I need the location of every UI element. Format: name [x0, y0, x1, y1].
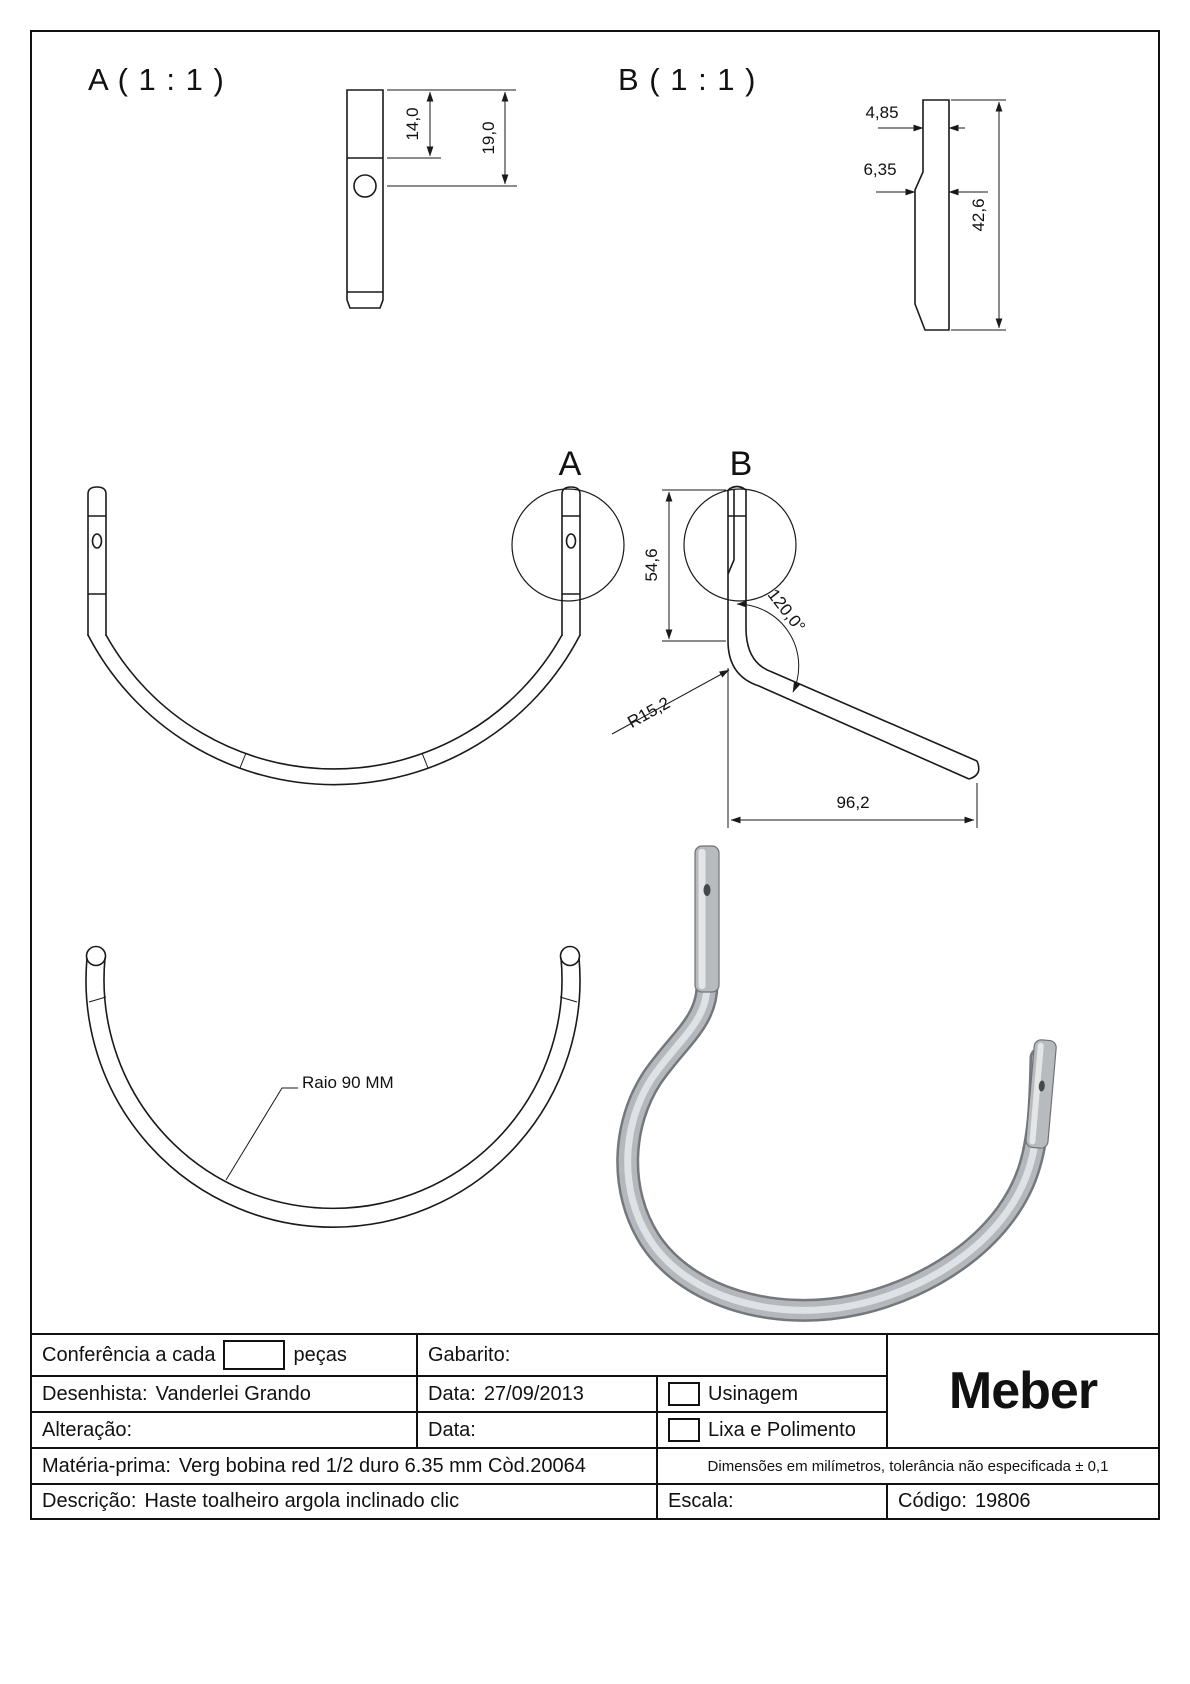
- alteracao-label: Alteração:: [42, 1418, 133, 1441]
- dim-4-85: 4,85: [865, 103, 899, 122]
- iso-click-hole-right: [1038, 1080, 1045, 1092]
- click-hole-right: [565, 533, 577, 549]
- detail-b-marker: B: [729, 445, 753, 483]
- detail-a-callout-circle: [511, 488, 625, 602]
- title-block: Conferência a cada peças Gabarito: Meber…: [30, 1333, 1160, 1520]
- radius-leader-line: [225, 1087, 298, 1181]
- conferencia-unit: peças: [293, 1343, 347, 1366]
- codigo-label: Código:: [898, 1490, 967, 1512]
- click-hole-left: [91, 533, 103, 549]
- front-view-drawing: [87, 486, 581, 786]
- escala-cell: Escala:: [656, 1483, 886, 1518]
- rod-end-left: [85, 945, 107, 967]
- tolerancia-note: Dimensões em milímetros, tolerância não …: [707, 1457, 1109, 1475]
- dim-54-6: 54,6: [642, 548, 661, 582]
- detail-a-title: A ( 1 : 1 ): [88, 62, 225, 97]
- dim-14-0: 14,0: [403, 107, 422, 141]
- detail-a-marker: A: [558, 445, 582, 483]
- detail-b-title: B ( 1 : 1 ): [618, 62, 757, 97]
- codigo-value: 19806: [974, 1490, 1031, 1512]
- conferencia-count-box: [223, 1340, 286, 1370]
- conferencia-label: Conferência a cada: [42, 1343, 216, 1366]
- descricao-label: Descrição:: [42, 1490, 137, 1512]
- dim-19-0: 19,0: [479, 121, 498, 155]
- lixa-checkbox: [668, 1418, 700, 1442]
- descricao-cell: Descrição: Haste toalheiro argola inclin…: [32, 1483, 656, 1518]
- alteracao-cell: Alteração:: [32, 1411, 416, 1447]
- iso-view-drawing: [616, 845, 1057, 1322]
- logo-cell: Meber: [886, 1335, 1158, 1447]
- usinagem-label: Usinagem: [708, 1382, 799, 1405]
- materia-prima-value: Verg bobina red 1/2 duro 6.35 mm Còd.200…: [178, 1454, 586, 1477]
- detail-a-drawing: [346, 89, 384, 309]
- desenhista-value: Vanderlei Grando: [155, 1382, 311, 1405]
- data2-cell: Data:: [416, 1411, 656, 1447]
- detail-b-dimensions: [876, 99, 1006, 331]
- data-value: 27/09/2013: [483, 1382, 584, 1405]
- gabarito-cell: Gabarito:: [416, 1335, 886, 1375]
- materia-prima-label: Matéria-prima:: [42, 1454, 171, 1477]
- dim-96-2: 96,2: [836, 793, 870, 812]
- sheet-frame: [30, 30, 1160, 1520]
- detail-b-drawing: [914, 99, 950, 331]
- dim-42-6: 42,6: [969, 198, 988, 232]
- desenhista-cell: Desenhista: Vanderlei Grando: [32, 1375, 416, 1411]
- detail-a-dimensions: [387, 89, 517, 187]
- radius-note: Raio 90 MM: [302, 1073, 394, 1092]
- tolerancia-cell: Dimensões em milímetros, tolerância não …: [656, 1447, 1158, 1483]
- codigo-cell: Código: 19806: [886, 1483, 1158, 1518]
- materia-prima-cell: Matéria-prima: Verg bobina red 1/2 duro …: [32, 1447, 656, 1483]
- click-hole-detail-a: [353, 174, 377, 198]
- conferencia-cell: Conferência a cada peças: [32, 1335, 416, 1375]
- lixa-cell: Lixa e Polimento: [656, 1411, 886, 1447]
- side-view-dimensions: [611, 489, 978, 828]
- gabarito-label: Gabarito:: [428, 1343, 511, 1366]
- iso-click-hole-top: [703, 884, 711, 896]
- descricao-value: Haste toalheiro argola inclinado clic: [144, 1490, 460, 1512]
- desenhista-label: Desenhista:: [42, 1382, 148, 1405]
- rod-end-right: [559, 945, 581, 967]
- data-label: Data:: [428, 1382, 476, 1405]
- data-cell: Data: 27/09/2013: [416, 1375, 656, 1411]
- plan-view-drawing: [85, 945, 581, 1228]
- escala-label: Escala:: [668, 1490, 734, 1512]
- lixa-label: Lixa e Polimento: [708, 1418, 856, 1441]
- dim-6-35: 6,35: [863, 160, 897, 179]
- usinagem-checkbox: [668, 1382, 700, 1406]
- data2-label: Data:: [428, 1418, 476, 1441]
- usinagem-cell: Usinagem: [656, 1375, 886, 1411]
- company-logo: Meber: [948, 1362, 1098, 1420]
